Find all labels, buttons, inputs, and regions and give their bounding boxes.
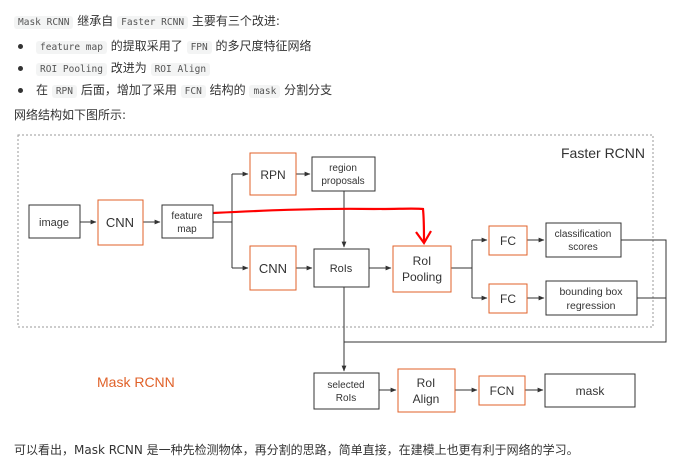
inline-code: FCN <box>180 85 206 98</box>
inline-code: feature map <box>36 41 107 54</box>
node-label: mask <box>576 384 606 398</box>
node-mask: mask <box>544 373 636 408</box>
inline-code: Faster RCNN <box>117 16 189 29</box>
faster-rcnn-label: Faster RCNN <box>561 145 645 161</box>
architecture-diagram: Faster RCNN image CNN fe <box>14 129 681 426</box>
intro-text: 主要有三个改进: <box>188 14 280 28</box>
node-label: RoIs <box>330 263 353 275</box>
node-label: RoIs <box>336 393 357 404</box>
node-label: RoI <box>417 376 436 390</box>
inline-code: mask <box>249 85 281 98</box>
node-label: RPN <box>260 168 285 182</box>
inline-code: FPN <box>186 41 212 54</box>
improvement-list: feature map 的提取采用了 FPN 的多尺度特征网络 ROI Pool… <box>14 37 332 103</box>
node-label: region <box>329 163 357 174</box>
inline-code: Mask RCNN <box>14 16 74 29</box>
node-feature-map: feature map <box>161 204 214 239</box>
inline-code: RPN <box>51 85 77 98</box>
diagram-svg: Faster RCNN image CNN fe <box>17 134 667 413</box>
node-label: scores <box>568 242 597 253</box>
node-label: CNN <box>259 261 287 276</box>
node-label: Pooling <box>402 270 442 284</box>
connector-scores-return <box>344 239 667 343</box>
intro-text: 继承自 <box>73 14 118 28</box>
node-roi-pooling: RoI Pooling <box>392 245 452 293</box>
node-image: image <box>28 204 81 239</box>
node-label: FC <box>500 234 516 248</box>
list-item: ROI Pooling 改进为 ROI Align <box>14 59 332 81</box>
faster-rcnn-region <box>17 134 654 328</box>
list-text: 改进为 <box>106 61 151 75</box>
list-text: 结构的 <box>205 83 250 97</box>
intro-line: Mask RCNN 继承自 Faster RCNN 主要有三个改进: <box>14 12 280 29</box>
node-cnn1: CNN <box>97 199 144 246</box>
conclusion-text: 可以看出，Mask RCNN 是一种先检测物体，再分割的思路，简单直接，在建模上… <box>14 443 579 457</box>
node-classification-scores: classification scores <box>545 222 622 258</box>
list-text: 的多尺度特征网络 <box>211 39 312 53</box>
node-fcn: FCN <box>478 375 526 406</box>
annotation-stroke <box>212 207 426 242</box>
node-label: RoI <box>413 254 432 268</box>
list-text: 分割分支 <box>280 83 333 97</box>
node-label: selected <box>327 380 364 391</box>
node-label: proposals <box>321 176 364 187</box>
connectors <box>80 171 667 393</box>
node-roi-align: RoI Align <box>397 368 456 413</box>
mask-rcnn-label: Mask RCNN <box>97 374 175 390</box>
node-selected-rois: selected RoIs <box>313 372 380 410</box>
list-text: 的提取采用了 <box>106 39 187 53</box>
node-label: FCN <box>490 384 515 398</box>
list-text: 后面，增加了采用 <box>77 83 181 97</box>
diagram-caption: 网络结构如下图所示: <box>14 108 127 122</box>
node-label: CNN <box>106 215 134 230</box>
inline-code: ROI Align <box>150 63 211 76</box>
node-fc1: FC <box>488 225 528 256</box>
node-label: image <box>39 217 69 229</box>
node-rois: RoIs <box>313 248 370 288</box>
list-text: 在 <box>36 83 52 97</box>
node-cnn2: CNN <box>249 245 297 291</box>
node-label: regression <box>566 300 615 312</box>
node-label: feature <box>171 211 203 222</box>
node-label: map <box>177 224 197 235</box>
inline-code: ROI Pooling <box>36 63 107 76</box>
node-rpn: RPN <box>249 152 297 196</box>
node-label: classification <box>555 229 612 240</box>
node-label: bounding box <box>559 286 623 298</box>
node-label: Align <box>413 392 440 406</box>
node-bbox-regression: bounding box regression <box>545 280 638 316</box>
node-region-proposals: region proposals <box>311 156 376 192</box>
node-fc2: FC <box>488 283 528 314</box>
list-item: 在 RPN 后面，增加了采用 FCN 结构的 mask 分割分支 <box>14 81 332 103</box>
list-item: feature map 的提取采用了 FPN 的多尺度特征网络 <box>14 37 332 59</box>
annotation-arrowhead <box>415 230 432 246</box>
node-label: FC <box>500 292 516 306</box>
